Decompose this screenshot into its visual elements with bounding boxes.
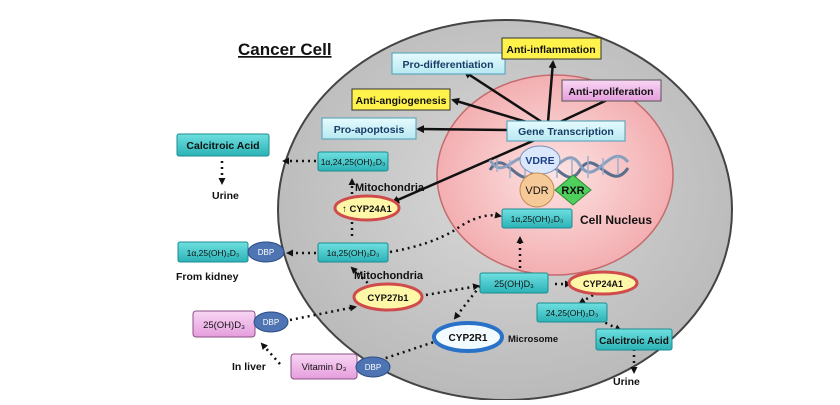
hydroxy-24-25-right-label: 24,25(OH)₂D₃ — [546, 308, 599, 318]
hydroxy-24-25-label: 1α,24,25(OH)₂D₃ — [321, 157, 386, 167]
effect-anti-proliferation-label: Anti-proliferation — [568, 86, 653, 98]
calcitriol-cell-label: 1α,25(OH)₂D₃ — [327, 248, 380, 258]
dbp-1-label: DBP — [258, 248, 274, 257]
gene-transcription-box: Gene Transcription — [506, 120, 626, 142]
vdr-label: VDR — [525, 185, 548, 197]
oh-d3-liver-box: 25(OH)D₃ — [192, 310, 256, 338]
dbp-3-label: DBP — [365, 363, 381, 372]
cyp27b1-label: CYP27b1 — [367, 293, 409, 304]
calcitriol-blood-label: 1α,25(OH)₂D₃ — [187, 248, 240, 258]
vitamin-d3-box: Vitamin D₃ — [290, 353, 358, 380]
cyp2r1-enzyme: CYP2R1 — [432, 321, 504, 353]
effect-pro-differentiation: Pro-differentiation — [391, 52, 506, 75]
dbp-carrier-2: DBP — [253, 311, 289, 333]
effect-anti-inflammation: Anti-inflammation — [501, 37, 602, 60]
effect-anti-angiogenesis: Anti-angiogenesis — [351, 88, 451, 111]
mitochondria-top-label: Mitochondria — [355, 182, 425, 194]
microsome-label: Microsome — [508, 334, 558, 345]
effect-anti-angiogenesis-label: Anti-angiogenesis — [355, 95, 446, 107]
hydroxy-24-25-box: 1α,24,25(OH)₂D₃ — [317, 151, 389, 172]
calcitriol-nucleus-box: 1α,25(OH)₂D₃ — [501, 208, 573, 229]
gene-transcription-label: Gene Transcription — [518, 126, 614, 138]
effect-pro-differentiation-label: Pro-differentiation — [403, 59, 494, 71]
effect-pro-apoptosis: Pro-apoptosis — [321, 117, 417, 140]
urine-left-label: Urine — [212, 190, 239, 202]
cyp24a1-top-label: ↑ CYP24A1 — [342, 204, 392, 215]
hydroxy-24-25-right-box: 24,25(OH)₂D₃ — [536, 302, 608, 323]
oh-d3-cell-box: 25(OH)D₃ — [479, 272, 549, 294]
effect-anti-proliferation: Anti-proliferation — [561, 79, 662, 102]
cell-nucleus-label: Cell Nucleus — [580, 213, 652, 227]
cyp27b1-enzyme: CYP27b1 — [352, 282, 424, 312]
vdr-receptor — [519, 172, 555, 208]
oh-d3-liver-label: 25(OH)D₃ — [203, 320, 245, 331]
dbp-carrier-3: DBP — [355, 356, 391, 378]
in-liver-label: In liver — [232, 361, 266, 373]
calcitroic-acid-left-label: Calcitroic Acid — [186, 140, 259, 152]
calcitroic-acid-box-right: Calcitroic Acid — [595, 328, 673, 351]
vdre-label: VDRE — [525, 155, 554, 167]
calcitroic-acid-right-label: Calcitroic Acid — [599, 336, 669, 347]
calcitriol-nucleus-label: 1α,25(OH)₂D₃ — [511, 214, 564, 224]
calcitroic-acid-box-left: Calcitroic Acid — [176, 133, 270, 157]
cyp24a1-right-label: CYP24A1 — [583, 279, 623, 289]
rxr-label: RXR — [561, 185, 584, 197]
calcitriol-cell-box: 1α,25(OH)₂D₃ — [317, 242, 389, 263]
urine-right-label: Urine — [613, 376, 640, 388]
dbp-carrier-1: DBP — [247, 241, 285, 263]
oh-d3-cell-label: 25(OH)D₃ — [494, 279, 534, 289]
calcitriol-blood-box: 1α,25(OH)₂D₃ — [177, 241, 249, 263]
mitochondria-bottom-label: Mitochondria — [354, 270, 424, 282]
cyp24a1-top-enzyme: ↑ CYP24A1 — [333, 194, 401, 222]
rxr-receptor — [554, 174, 592, 206]
vitamin-d3-label: Vitamin D₃ — [302, 362, 347, 373]
cyp2r1-label: CYP2R1 — [449, 333, 488, 344]
metabolic-arrows — [218, 157, 638, 374]
effect-pro-apoptosis-label: Pro-apoptosis — [334, 124, 405, 136]
diagram-title: Cancer Cell — [238, 40, 332, 59]
effect-anti-inflammation-label: Anti-inflammation — [506, 44, 595, 56]
cyp24a1-right-enzyme: CYP24A1 — [567, 270, 639, 296]
from-kidney-label: From kidney — [176, 271, 239, 283]
dbp-2-label: DBP — [263, 318, 279, 327]
